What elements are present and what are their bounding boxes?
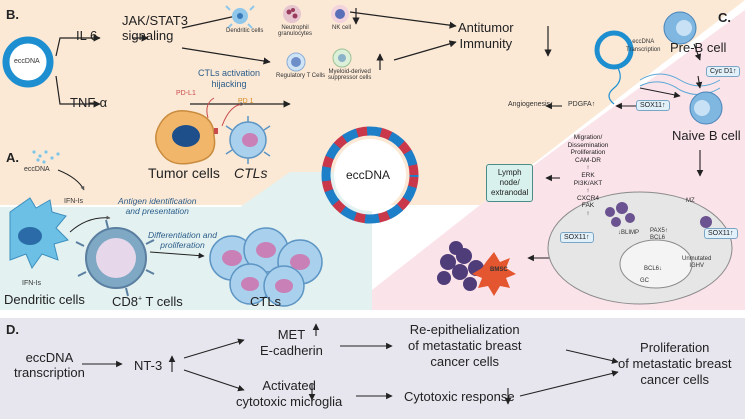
bmsc-label: BMSC bbox=[490, 267, 508, 273]
mz-label: MZ bbox=[686, 198, 695, 204]
cd8-t-cells-label: CD8+ T cells bbox=[112, 294, 183, 309]
antigen-label: Antigen identification and presentation bbox=[118, 196, 197, 216]
pathway-step: CAM-DR bbox=[575, 156, 601, 164]
naive-b-cell-label: Naive B cell bbox=[672, 128, 741, 143]
pathway-step: Dissemination bbox=[567, 141, 609, 149]
pathway-step: ↑ bbox=[586, 164, 590, 172]
pdgfa-label: PDGFA↑ bbox=[568, 101, 596, 108]
mdsc-icon bbox=[332, 48, 352, 68]
sox11-mid-box: SOX11↑ bbox=[560, 232, 594, 243]
differentiation-label: Differentiation and proliferation bbox=[148, 230, 217, 250]
ctl-cell-b bbox=[225, 116, 271, 164]
tumor-cells-label: Tumor cells bbox=[148, 165, 220, 181]
pathway-step: ↑ bbox=[586, 209, 590, 217]
pax5-label: PAX5↑ BCL6 bbox=[650, 228, 668, 241]
pathway-list: Migration/ Dissemination Proliferation C… bbox=[560, 134, 616, 218]
pathway-step: PI3K/AKT bbox=[573, 179, 603, 187]
il6-label: IL 6 bbox=[76, 28, 98, 43]
pdl1-marker bbox=[214, 128, 218, 134]
tnf-alpha-label: TNF-α bbox=[70, 95, 108, 110]
ctls-cluster-a bbox=[209, 227, 323, 307]
mdsc-label: Myeloid-derived suppressor cells bbox=[328, 69, 372, 81]
bcl6-label: BCL6↓ bbox=[644, 266, 663, 272]
cd8-t-cell bbox=[75, 219, 155, 297]
center-eccdna-label: eccDNA bbox=[346, 168, 391, 182]
neutrophil-icon bbox=[283, 5, 301, 23]
b-cell-cluster bbox=[605, 202, 712, 228]
pathway-step: ERK bbox=[581, 171, 595, 179]
dendritic-cells-label: Dendritic cells bbox=[4, 292, 85, 307]
treg-label: Regulatory T Cells bbox=[276, 73, 326, 79]
panel-letter-b: B. bbox=[6, 7, 19, 22]
pathway-step: Proliferation bbox=[570, 149, 606, 157]
pathway-step: ↑ bbox=[586, 187, 590, 195]
proliferation-label: Proliferation of metastatic breast cance… bbox=[618, 340, 732, 387]
ctls-label-a: CTLs bbox=[250, 294, 282, 309]
dendritic-cell-large bbox=[9, 197, 69, 270]
nt3-label: NT-3 bbox=[134, 358, 163, 373]
ifn1-label-bottom: IFN-Is bbox=[22, 280, 42, 287]
panel-c-graphics bbox=[437, 11, 733, 305]
eccdna-ring-b bbox=[2, 36, 54, 88]
germinal-center bbox=[619, 239, 693, 289]
pathway-step: FAK bbox=[581, 202, 595, 210]
eccdna-ring-label: eccDNA bbox=[14, 58, 40, 65]
ctl-hijacking-label: CTLs activation hijacking bbox=[198, 68, 261, 89]
panel-letter-d: D. bbox=[6, 322, 19, 337]
panel-d-background bbox=[0, 318, 745, 419]
cyc-d1-box: Cyc D1↑ bbox=[706, 66, 741, 77]
cytotoxic-response-label: Cytotoxic response bbox=[404, 389, 515, 404]
center-eccdna-helix bbox=[321, 126, 419, 224]
ifn1-label-top: IFN-Is bbox=[64, 198, 84, 205]
dendritic-cells-small-label: Dendritic cells bbox=[226, 28, 264, 34]
sox11-top-box: SOX11↑ bbox=[636, 100, 670, 111]
immune-cell-icons bbox=[225, 5, 352, 72]
eccdna-ring-c bbox=[594, 30, 634, 70]
pd1-label: PD 1 bbox=[238, 98, 254, 105]
pdl1-label: PD-L1 bbox=[176, 90, 196, 97]
antitumor-immunity-label: Antitumor Immunity bbox=[458, 20, 514, 51]
d-eccdna-transcription-label: eccDNA transcription bbox=[14, 350, 85, 380]
panel-a-graphics bbox=[9, 150, 323, 307]
pre-b-cell-label: Pre-B cell bbox=[670, 40, 727, 55]
cd8-superscript: + bbox=[138, 295, 143, 303]
nk-cell-icon bbox=[331, 5, 349, 23]
bmsc-burst bbox=[472, 252, 516, 296]
reepithelialization-label: Re-epithelialization of metastatic breas… bbox=[408, 322, 522, 369]
eccdna-a-label: eccDNA bbox=[24, 166, 50, 173]
gc-label: GC bbox=[640, 278, 649, 284]
eccdna-transcription-c-label: eccDNA Transcription bbox=[626, 39, 661, 53]
sox11-right-box: SOX11↑ bbox=[704, 228, 738, 239]
panel-letter-c: C. bbox=[718, 10, 731, 25]
t-cells-text: T cells bbox=[142, 294, 183, 309]
nk-cell-label: NK cell bbox=[332, 25, 352, 31]
unmutated-ighv-label: Unmutated IGHV bbox=[682, 256, 712, 269]
bmsc-cluster bbox=[437, 241, 484, 291]
lymph-node-box: Lymph node/ extranodal bbox=[486, 164, 534, 202]
pathway-step: Migration/ bbox=[573, 134, 603, 141]
neutrophil-label: Neutrophil granulocytes bbox=[278, 25, 313, 37]
blimp-label: ↓BLIMP bbox=[618, 230, 640, 236]
panel-letter-a: A. bbox=[6, 150, 19, 165]
treg-icon bbox=[286, 52, 306, 72]
met-ecadherin-label: MET E-cadherin bbox=[260, 327, 323, 358]
cd8-text: CD8 bbox=[112, 294, 139, 309]
jak-stat3-label: JAK/STAT3 signaling bbox=[122, 13, 188, 43]
panel-d-arrows bbox=[82, 323, 619, 405]
pathway-step: CXCR4 bbox=[576, 194, 600, 202]
microglia-label: Activated cytotoxic microglia bbox=[236, 378, 343, 409]
angiogenesis-label: Angiogenesis↑ bbox=[508, 101, 554, 108]
tumor-cell-b bbox=[155, 110, 216, 165]
ctls-label-b: CTLs bbox=[234, 165, 268, 181]
dendritic-cell-icon-small bbox=[225, 5, 255, 29]
